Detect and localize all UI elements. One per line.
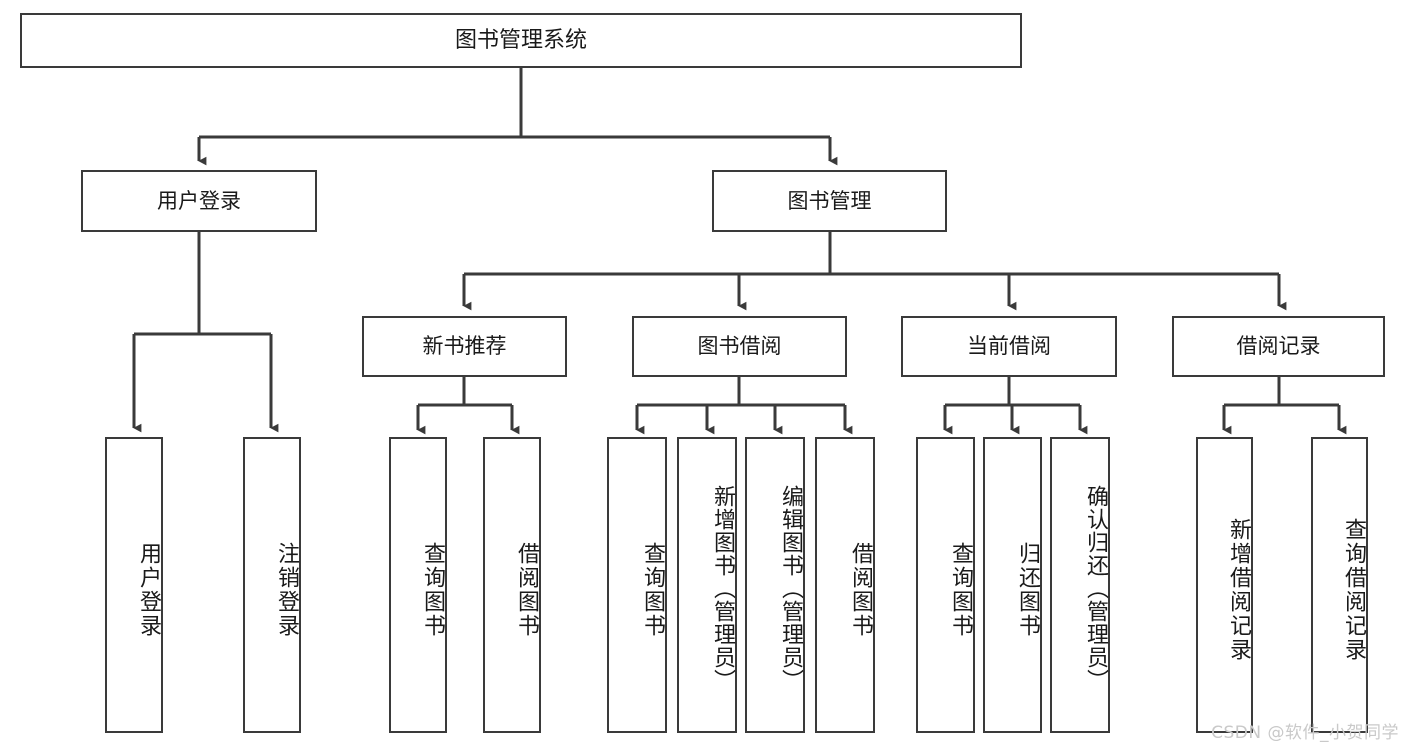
leaf-return-books[interactable]: 归还图书 xyxy=(983,437,1042,733)
leaf-user-login[interactable]: 用户登录 xyxy=(105,437,163,733)
leaf-query-books-current[interactable]: 查询图书 xyxy=(916,437,975,733)
node-book-management[interactable]: 图书管理 xyxy=(712,170,947,232)
node-book-borrowing[interactable]: 图书借阅 xyxy=(632,316,847,377)
csdn-watermark: CSDN @软件_小贺同学 xyxy=(1211,723,1399,743)
leaf-query-books-new[interactable]: 查询图书 xyxy=(389,437,447,733)
node-new-book-recommendation[interactable]: 新书推荐 xyxy=(362,316,567,377)
node-current-borrowing[interactable]: 当前借阅 xyxy=(901,316,1117,377)
leaf-logout[interactable]: 注销登录 xyxy=(243,437,301,733)
leaf-add-book-admin[interactable]: 新增图书（管理员） xyxy=(677,437,737,733)
leaf-query-books-borrow[interactable]: 查询图书 xyxy=(607,437,667,733)
leaf-add-borrowing-record[interactable]: 新增借阅记录 xyxy=(1196,437,1253,733)
leaf-edit-book-admin[interactable]: 编辑图书（管理员） xyxy=(745,437,805,733)
leaf-borrow-books-new[interactable]: 借阅图书 xyxy=(483,437,541,733)
node-user-login[interactable]: 用户登录 xyxy=(81,170,317,232)
leaf-confirm-return-admin[interactable]: 确认归还（管理员） xyxy=(1050,437,1110,733)
leaf-borrow-books[interactable]: 借阅图书 xyxy=(815,437,875,733)
leaf-query-borrowing-record[interactable]: 查询借阅记录 xyxy=(1311,437,1368,733)
node-borrowing-record[interactable]: 借阅记录 xyxy=(1172,316,1385,377)
node-root-book-management-system[interactable]: 图书管理系统 xyxy=(20,13,1022,68)
